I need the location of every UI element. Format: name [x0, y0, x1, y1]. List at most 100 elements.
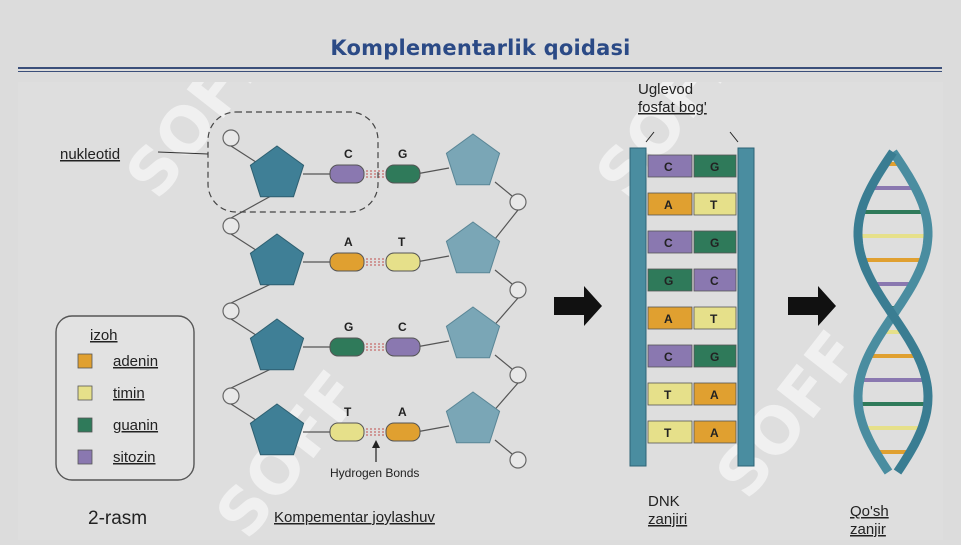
ladder-letter: G [710, 160, 719, 174]
hydrogen-bonds-arrowhead [372, 440, 380, 448]
dna-label-2: zanjiri [648, 511, 687, 528]
base-letter: G [398, 147, 407, 161]
ladder-base [647, 192, 693, 216]
ladder-base [693, 306, 737, 330]
backbone-link [494, 439, 513, 455]
ladder-base [693, 344, 737, 368]
base-block [385, 337, 421, 357]
ladder-base [647, 230, 693, 254]
ladder-base [693, 230, 737, 254]
legend-swatch [77, 385, 93, 401]
base-block [385, 252, 421, 272]
ladder-base [647, 306, 693, 330]
backbone-link [230, 283, 272, 304]
base-block [329, 337, 365, 357]
complementary-label: Kompementar joylashuv [274, 509, 435, 526]
helix-strand [853, 149, 933, 475]
ladder-base [647, 420, 693, 444]
ladder-letter: A [664, 198, 673, 212]
figure-label: 2-rasm [88, 508, 147, 529]
sugar-base-link [415, 255, 450, 263]
sugar-pentagon [249, 403, 305, 456]
legend-swatch [77, 353, 93, 369]
ladder-letter: T [710, 198, 718, 212]
sugar-base-link [415, 425, 450, 433]
sugar-pentagon [445, 133, 501, 186]
backbone-link [230, 233, 260, 253]
phosphate-circle [222, 129, 240, 147]
ladder-rail [629, 147, 647, 467]
phosphate-circle [509, 281, 527, 299]
ladder-rail [737, 147, 755, 467]
base-block [385, 422, 421, 442]
hydrogen-bonds-label: Hydrogen Bonds [330, 466, 419, 480]
backbone-link [230, 145, 260, 165]
base-letter: C [398, 320, 407, 334]
ladder-letter: C [710, 274, 719, 288]
legend-label: guanin [113, 417, 158, 434]
backbone-link [494, 269, 513, 285]
legend-swatch [77, 449, 93, 465]
nucleotide-pointer [157, 151, 209, 155]
backbone-link [230, 318, 260, 338]
backbone-link [494, 354, 513, 370]
ladder-letter: G [710, 350, 719, 364]
backbone-link [494, 181, 513, 197]
nucleotide-highlight [207, 111, 379, 213]
backbone-link [230, 195, 272, 219]
sugar-phosphate-label-2: fosfat bog' [638, 99, 707, 116]
ladder-base [693, 420, 737, 444]
base-block [385, 164, 421, 184]
sugar-pentagon [445, 306, 501, 359]
base-letter: A [398, 405, 407, 419]
phosphate-circle [222, 387, 240, 405]
backbone-link [230, 403, 260, 423]
legend-title: izoh [90, 327, 118, 344]
double-label-2: zanjir [850, 521, 886, 538]
backbone-link [230, 368, 272, 389]
ladder-base [647, 268, 693, 292]
ladder-letter: G [664, 274, 673, 288]
ladder-base [693, 382, 737, 406]
ladder-letter: G [710, 236, 719, 250]
legend-swatch [77, 417, 93, 433]
legend-label: adenin [113, 353, 158, 370]
double-label-1: Qo'sh [850, 503, 889, 520]
sugar-phosphate-label-1: Uglevod [638, 82, 693, 98]
nucleotide-strand: C G A T G C T A [222, 129, 527, 469]
sugar-pentagon [445, 391, 501, 444]
arrow-right-icon [554, 286, 602, 326]
nucleotide-label: nukleotid [60, 146, 120, 163]
base-letter: T [398, 235, 406, 249]
phosphate-circle [222, 217, 240, 235]
ladder-base [693, 154, 737, 178]
base-letter: G [344, 320, 353, 334]
base-letter: T [344, 405, 352, 419]
legend-label: sitozin [113, 449, 156, 466]
sugar-base-link [415, 167, 450, 175]
legend: izoh adenin timin guanin sitozin [55, 315, 195, 481]
ladder-base [693, 192, 737, 216]
ladder-letter: C [664, 350, 673, 364]
ladder-letter: C [664, 236, 673, 250]
ladder-letter: A [710, 426, 719, 440]
ladder-letter: C [664, 160, 673, 174]
legend-label: timin [113, 385, 145, 402]
sugar-phosphate-pointer [645, 131, 655, 143]
base-letter: A [344, 235, 353, 249]
page-title: Komplementarlik qoidasi [330, 36, 631, 60]
base-letter: C [344, 147, 353, 161]
ladder-letter: T [664, 388, 672, 402]
base-block [329, 252, 365, 272]
sugar-pentagon [249, 233, 305, 286]
ladder-base [693, 268, 737, 292]
ladder-base [647, 382, 693, 406]
ladder-letter: A [710, 388, 719, 402]
ladder-base [647, 344, 693, 368]
phosphate-circle [509, 451, 527, 469]
sugar-pentagon [249, 318, 305, 371]
sugar-pentagon [249, 145, 305, 198]
